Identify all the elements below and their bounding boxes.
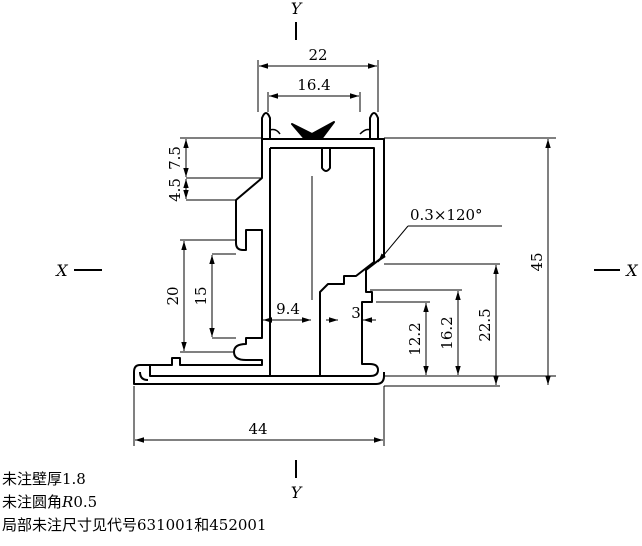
profile-top-inner-bumps (269, 128, 371, 135)
dim-3: 3 (351, 304, 361, 322)
profile-top-v-groove (291, 121, 335, 139)
extension-lines (133, 60, 556, 446)
dim-45: 45 (528, 252, 546, 271)
axis-label-y-top: Y (291, 0, 303, 18)
axis-labels: Y Y X X (54, 0, 638, 502)
dim-chamfer: 0.3×120° (410, 206, 483, 224)
note-fillet-symbol: R (62, 493, 74, 511)
profile-outline (133, 112, 385, 385)
dim-4-5: 4.5 (166, 178, 184, 202)
axis-label-y-bottom: Y (291, 483, 303, 502)
note-fillet-value: 0.5 (73, 493, 98, 511)
note-fillet-prefix: 未注圆角 (2, 493, 63, 511)
profile-top-right-clip (369, 112, 379, 139)
dim-9-4: 9.4 (276, 300, 300, 318)
note-reference-codes: 局部未注尺寸见代号631001和452001 (2, 516, 267, 534)
leader-chamfer-arrow (377, 225, 409, 263)
note-fillet-radius: 未注圆角R0.5 (2, 491, 267, 514)
dim-22-5: 22.5 (476, 308, 494, 341)
dimension-labels: 22 16.4 7.5 4.5 20 15 9.4 3 12.2 16.2 22… (164, 46, 546, 438)
dim-16-2: 16.2 (438, 316, 456, 349)
profile-bottom-hook (133, 364, 385, 385)
technical-notes: 未注壁厚1.8 未注圆角R0.5 局部未注尺寸见代号631001和452001 (2, 468, 267, 537)
centerlines (74, 22, 620, 478)
dim-22: 22 (308, 46, 327, 64)
axis-label-x-right: X (624, 261, 638, 280)
dim-12-2: 12.2 (406, 322, 424, 355)
dim-16-4: 16.4 (297, 76, 330, 94)
profile-bottom-inner-hook (139, 371, 149, 381)
dim-44: 44 (248, 420, 267, 438)
profile-outer-contour (149, 138, 385, 377)
profile-inner-cavity (269, 147, 375, 376)
dimension-lines (135, 63, 551, 443)
dim-20: 20 (164, 286, 182, 305)
dim-15: 15 (192, 286, 210, 305)
axis-label-x-left: X (54, 261, 68, 280)
dim-7-5: 7.5 (166, 146, 184, 170)
note-wall-thickness: 未注壁厚1.8 (2, 470, 86, 488)
profile-center-slot (321, 148, 331, 172)
profile-top-left-clip (261, 112, 271, 139)
